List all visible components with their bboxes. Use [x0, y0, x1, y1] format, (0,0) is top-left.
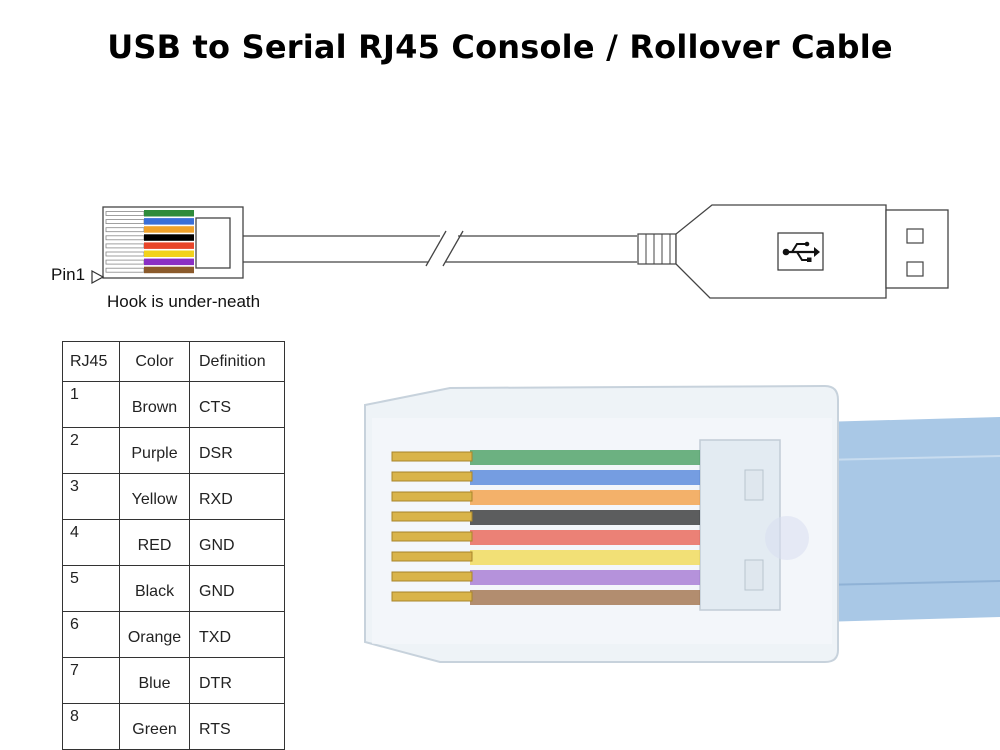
gold-contact: [391, 471, 473, 482]
rj45-plug-photo: [364, 384, 1000, 663]
usb-connector: [637, 204, 949, 299]
watermark-logo: [765, 516, 809, 560]
cable-line: [243, 230, 637, 267]
header-color: Color: [119, 341, 190, 382]
pin-cell: 4: [62, 519, 120, 566]
latch-window: [195, 217, 231, 269]
schematic-wire: [144, 242, 194, 249]
gold-contact: [391, 591, 473, 602]
definition-cell: GND: [189, 565, 285, 612]
definition-cell: RTS: [189, 703, 285, 750]
table-row: 1 Brown CTS: [62, 381, 285, 428]
schematic-contact: [105, 267, 145, 273]
photo-wires: [470, 450, 700, 605]
schematic-contact: [105, 227, 145, 233]
plug-latch: [699, 439, 781, 611]
schematic-contact: [105, 219, 145, 225]
flat-cable: [820, 417, 1000, 622]
definition-cell: RXD: [189, 473, 285, 520]
gold-contacts: [391, 451, 473, 602]
pin-cell: 8: [62, 703, 120, 750]
schematic-contact: [105, 251, 145, 257]
gold-contact: [391, 551, 473, 562]
table-row: 7 Blue DTR: [62, 657, 285, 704]
table-row: 8 Green RTS: [62, 703, 285, 750]
definition-cell: DSR: [189, 427, 285, 474]
definition-cell: DTR: [189, 657, 285, 704]
definition-cell: TXD: [189, 611, 285, 658]
color-cell: Green: [119, 703, 190, 750]
pin-cell: 6: [62, 611, 120, 658]
photo-wire: [470, 530, 700, 545]
header-definition: Definition: [189, 341, 285, 382]
schematic-wire: [144, 250, 194, 257]
gold-contact: [391, 571, 473, 582]
table-row: 5 Black GND: [62, 565, 285, 612]
photo-wire: [470, 570, 700, 585]
color-cell: Purple: [119, 427, 190, 474]
pin-cell: 2: [62, 427, 120, 474]
photo-wire: [470, 590, 700, 605]
table-row: 6 Orange TXD: [62, 611, 285, 658]
color-cell: RED: [119, 519, 190, 566]
table-header-row: RJ45 Color Definition: [62, 341, 285, 382]
photo-wire: [470, 450, 700, 465]
color-cell: Black: [119, 565, 190, 612]
color-cell: Brown: [119, 381, 190, 428]
rj45-schematic: [102, 206, 244, 279]
definition-cell: CTS: [189, 381, 285, 428]
photo-wire: [470, 470, 700, 485]
pin-cell: 7: [62, 657, 120, 704]
usb-icon: [777, 232, 824, 271]
schematic-contact: [105, 243, 145, 249]
schematic-contact: [105, 211, 145, 216]
schematic-contact: [105, 259, 145, 265]
schematic-wire: [144, 258, 194, 266]
table-row: 4 RED GND: [62, 519, 285, 566]
pin-cell: 3: [62, 473, 120, 520]
page-title: USB to Serial RJ45 Console / Rollover Ca…: [107, 28, 893, 66]
schematic-wire: [144, 210, 194, 217]
photo-wire: [470, 550, 700, 565]
pin-cell: 1: [62, 381, 120, 428]
table-row: 3 Yellow RXD: [62, 473, 285, 520]
gold-contact: [391, 491, 473, 502]
color-cell: Yellow: [119, 473, 190, 520]
pin-cell: 5: [62, 565, 120, 612]
schematic-wire: [144, 218, 194, 225]
definition-cell: GND: [189, 519, 285, 566]
photo-wire: [470, 510, 700, 525]
pinout-table: RJ45 Color Definition 1 Brown CTS 2 Purp…: [62, 341, 285, 750]
table-row: 2 Purple DSR: [62, 427, 285, 474]
triangle-pointer-icon: [91, 269, 105, 285]
gold-contact: [391, 531, 473, 542]
color-cell: Blue: [119, 657, 190, 704]
photo-wire: [470, 490, 700, 505]
schematic-wire: [144, 266, 194, 274]
gold-contact: [391, 451, 473, 462]
schematic-wire: [144, 226, 194, 233]
schematic-wires: [105, 210, 194, 274]
gold-contact: [391, 511, 473, 522]
pin1-label: Pin1: [51, 265, 86, 284]
header-rj45: RJ45: [62, 341, 120, 382]
color-cell: Orange: [119, 611, 190, 658]
schematic-wire: [144, 234, 194, 241]
schematic-contact: [105, 235, 145, 241]
hook-note: Hook is under-neath: [107, 292, 261, 311]
